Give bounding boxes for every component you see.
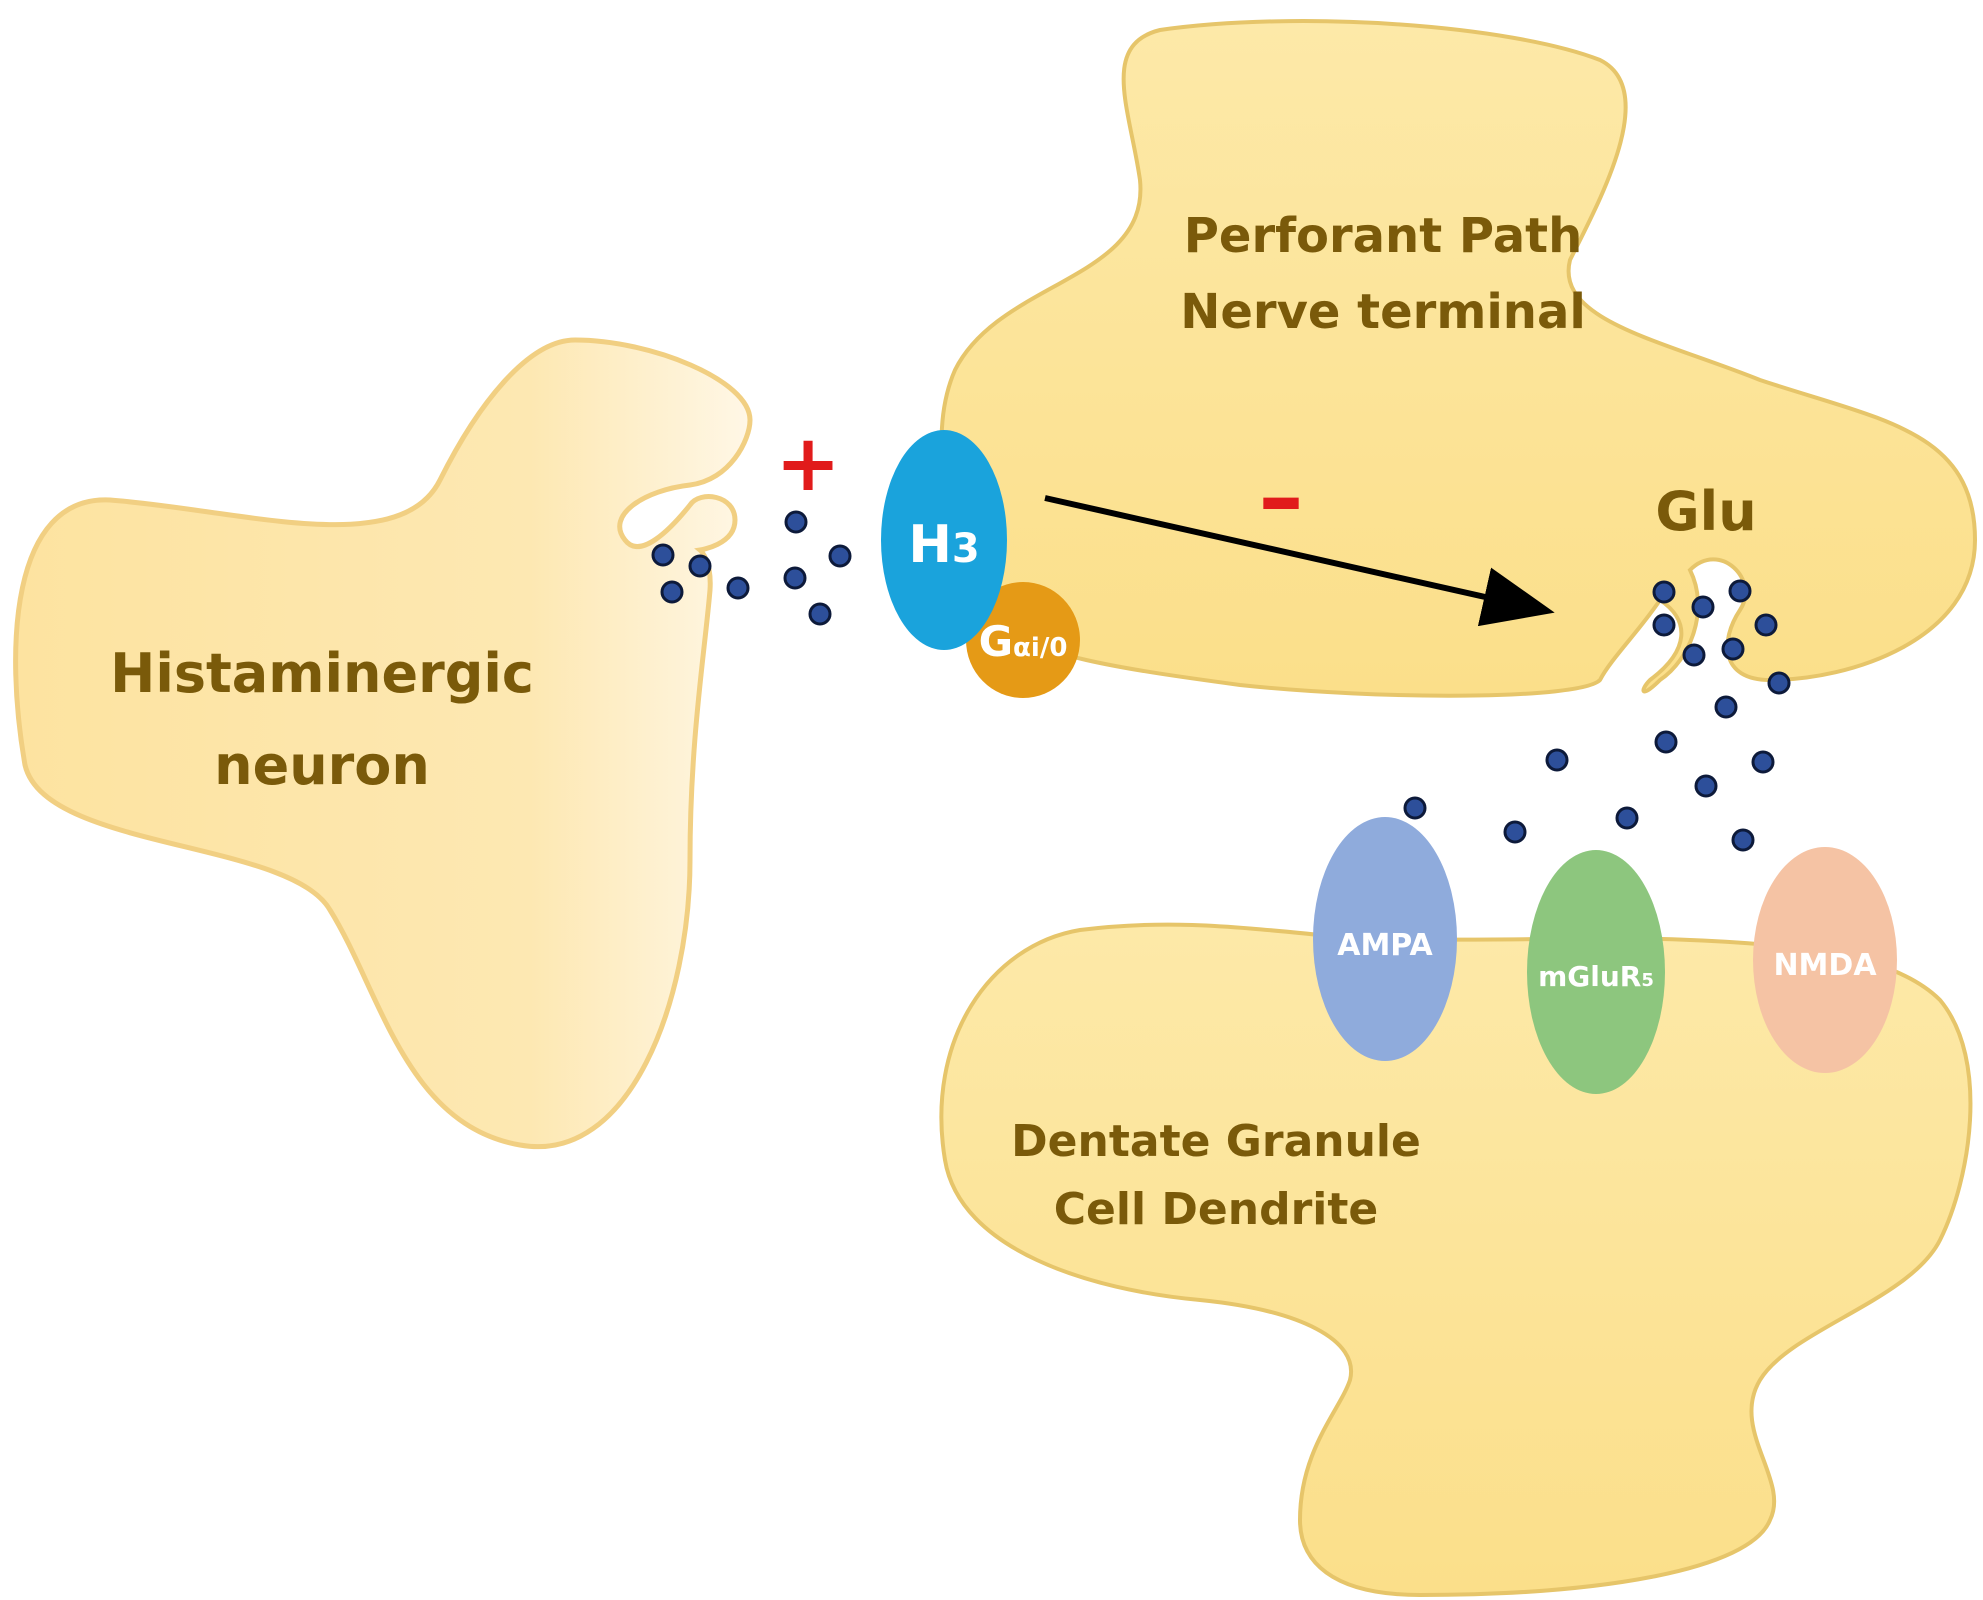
- g-protein-label: Gαi/0: [979, 617, 1068, 666]
- glutamate-vesicle: [1714, 695, 1738, 719]
- histamine-vesicles: [651, 510, 852, 626]
- histaminergic-neuron-body: [13, 337, 753, 1150]
- glutamate-vesicle: [1731, 828, 1755, 852]
- glutamate-vesicle: [1691, 595, 1715, 619]
- glutamate-vesicle: [1721, 637, 1745, 661]
- glutamate-vesicle: [1682, 643, 1706, 667]
- dentate-label-line1: Dentate Granule: [1011, 1116, 1421, 1167]
- nmda-receptor-label: NMDA: [1773, 948, 1877, 983]
- excitation-plus-sign: +: [775, 419, 840, 509]
- ampa-receptor-label: AMPA: [1337, 928, 1433, 963]
- glutamate-vesicle: [1503, 820, 1527, 844]
- inhibition-arrow: [1044, 495, 1555, 627]
- mglur-receptor: [1527, 850, 1665, 1094]
- glutamate-vesicle: [1751, 750, 1775, 774]
- histamine-vesicle: [828, 544, 852, 568]
- dentate-granule-dendrite: [939, 922, 1973, 1598]
- glutamate-vesicle: [1767, 671, 1791, 695]
- ampa-receptor: [1313, 817, 1457, 1061]
- glutamate-vesicle: [1652, 580, 1676, 604]
- glutamate-vesicle: [1615, 806, 1639, 830]
- histamine-vesicle: [651, 543, 675, 567]
- histamine-vesicle: [660, 580, 684, 604]
- inhibition-minus-sign: –: [1259, 445, 1304, 550]
- glutamate-vesicle: [1403, 796, 1427, 820]
- h3-receptor-label: H3: [908, 515, 979, 575]
- dentate-label-line2: Cell Dendrite: [1054, 1184, 1378, 1235]
- h3-receptor: [881, 430, 1007, 650]
- mglur-receptor-label: mGluR5: [1538, 960, 1654, 993]
- histamine-vesicle: [808, 602, 832, 626]
- histamine-vesicle: [784, 510, 808, 534]
- histamine-vesicle: [783, 566, 807, 590]
- histamine-vesicle: [726, 576, 750, 600]
- glutamate-vesicle: [1652, 613, 1676, 637]
- perforant-label-line2: Nerve terminal: [1180, 284, 1586, 340]
- nmda-receptor: [1753, 847, 1897, 1073]
- glutamate-vesicle: [1754, 613, 1778, 637]
- glu-label: Glu: [1655, 480, 1756, 543]
- perforant-path-terminal: [939, 19, 1978, 698]
- glutamate-vesicle: [1545, 748, 1569, 772]
- histamine-vesicle: [688, 554, 712, 578]
- perforant-label-line1: Perforant Path: [1184, 208, 1583, 264]
- glutamate-vesicle: [1694, 774, 1718, 798]
- g-protein: [966, 582, 1080, 698]
- glutamate-vesicle: [1654, 730, 1678, 754]
- histaminergic-label-line1: Histaminergic: [110, 642, 534, 705]
- histaminergic-label-line2: neuron: [214, 734, 430, 797]
- glutamate-vesicles: [1403, 579, 1791, 852]
- glutamate-vesicle: [1728, 579, 1752, 603]
